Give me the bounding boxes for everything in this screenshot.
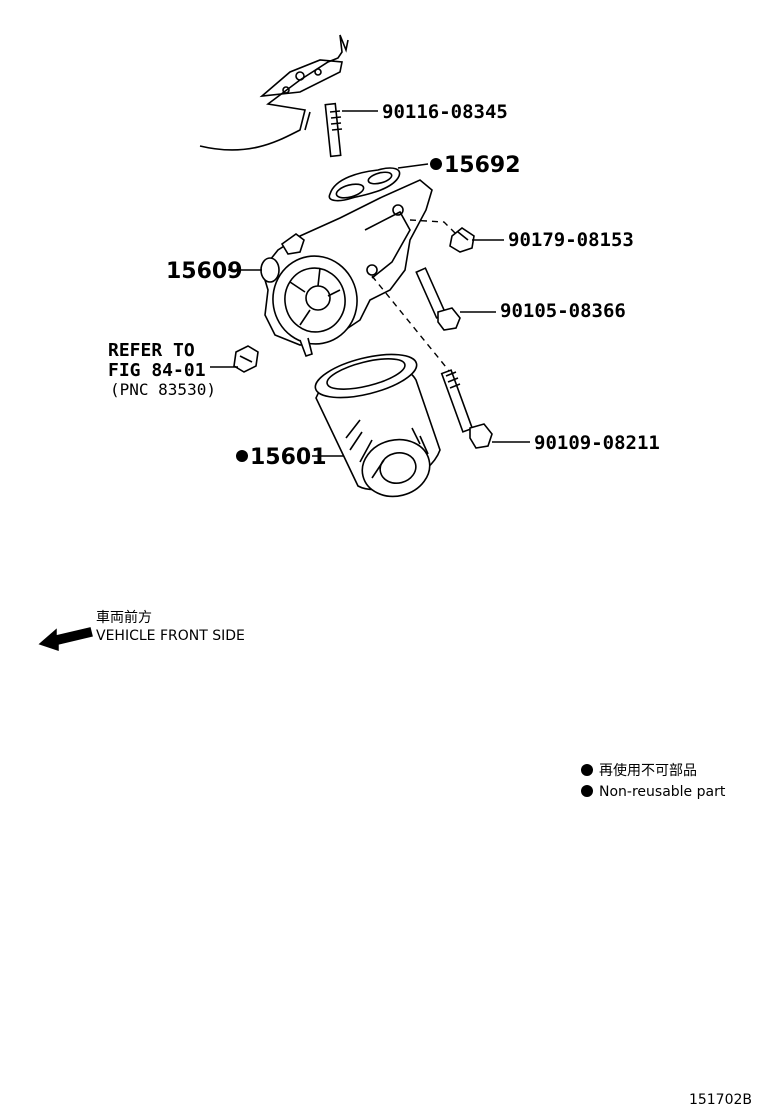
figure-id: 151702B [689,1092,752,1108]
reference-line-3: (PNC 83530) [110,380,216,399]
legend-mark-jp [581,764,593,776]
part-number-filter: 15601 [250,445,327,470]
reference-line-1: REFER TO [108,340,195,361]
legend-label-jp: 再使用不可部品 [599,762,697,779]
non-reusable-mark-gasket [430,158,442,170]
part-number-bolt-mid: 90105-08366 [500,300,626,322]
engine-block-outline [199,34,349,151]
union-nut [449,227,475,253]
reference-line-2: FIG 84-01 [108,360,206,381]
legend-label-en: Non-reusable part [599,784,726,800]
part-number-housing: 15609 [166,259,243,284]
part-number-gasket: 15692 [444,153,521,178]
gasket [328,167,401,202]
direction-label-en: VEHICLE FRONT SIDE [96,628,245,644]
bolt-low [440,369,493,449]
stud-bolt-top [324,102,343,158]
direction-label-jp: 車両前方 [96,609,152,626]
part-number-bolt-top: 90116-08345 [382,101,508,123]
non-reusable-mark-filter [236,450,248,462]
legend-mark-en [581,785,593,797]
leader-gasket [397,163,429,169]
part-number-bolt-low: 90109-08211 [534,432,660,454]
front-direction-arrow [38,627,93,652]
oil-filter-housing [260,179,433,358]
bolt-mid [415,267,461,331]
oil-filter [314,353,441,498]
part-number-union: 90179-08153 [508,229,634,251]
assembly-line-union [409,219,457,235]
oil-pressure-switch [233,345,259,373]
assembly-line-bolt-low [371,275,451,373]
